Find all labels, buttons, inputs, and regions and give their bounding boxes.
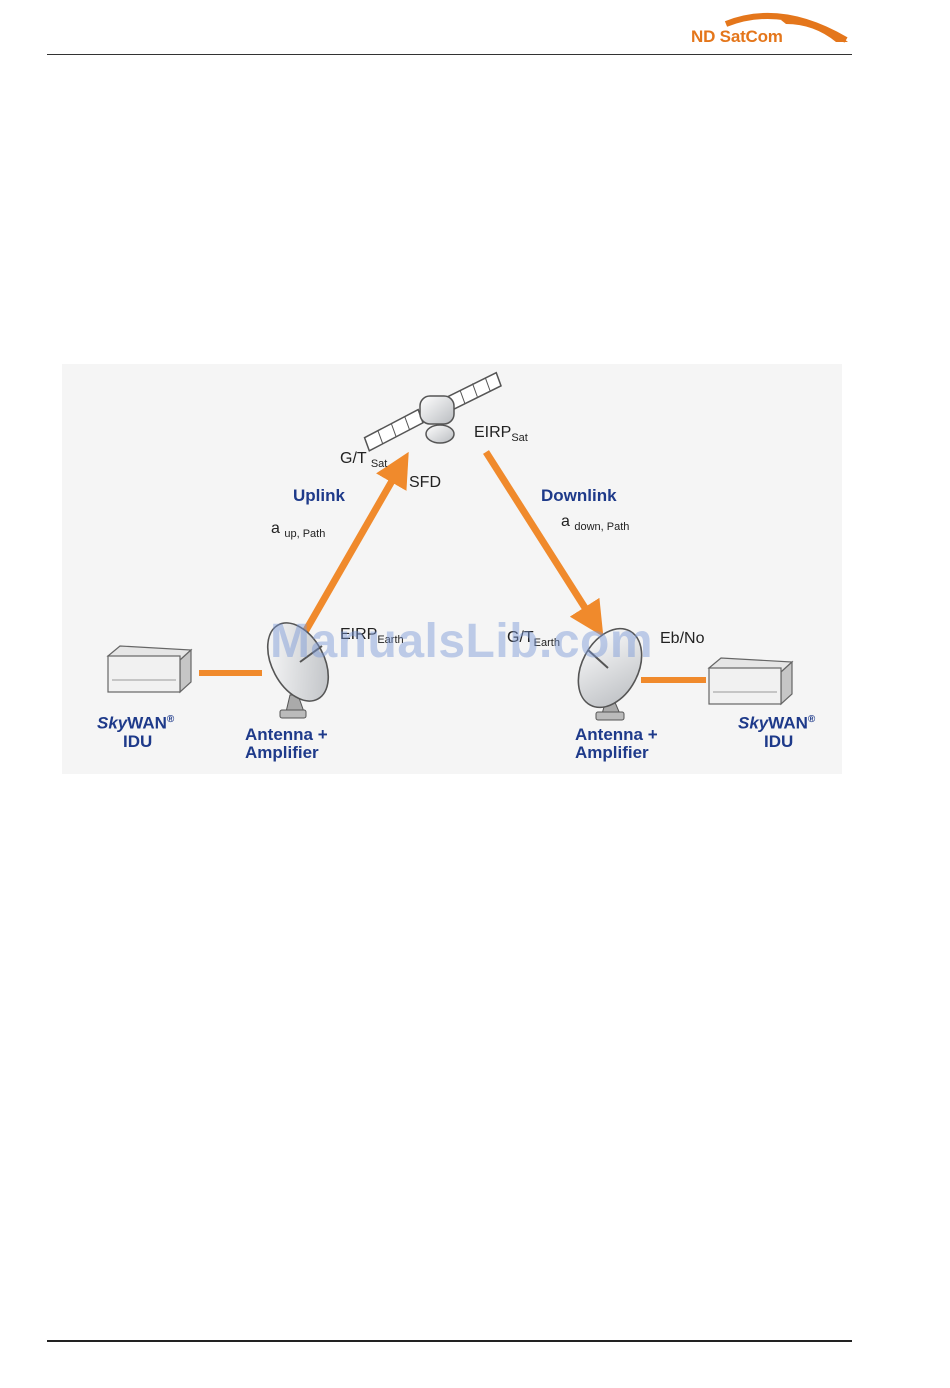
rx-ebno-label: Eb/No — [660, 630, 704, 648]
watermark: ManualsLib.com — [270, 614, 653, 669]
sat-sfd-label: SFD — [409, 474, 441, 492]
footer-rule — [47, 1340, 852, 1342]
uplink-attenuation-label: a up, Path — [271, 520, 325, 540]
rx-antenna-caption: Antenna + Amplifier — [575, 726, 658, 762]
sat-eirp-label: EIRPSat — [474, 424, 528, 444]
tx-idu-caption: SkyWAN® IDU — [97, 711, 174, 751]
downlink-title: Downlink — [541, 486, 617, 506]
tx-idu-device-icon — [108, 646, 191, 692]
rx-idu-device-icon — [709, 658, 792, 704]
downlink-attenuation-label: a down, Path — [561, 513, 629, 533]
rx-idu-caption: SkyWAN® IDU — [738, 711, 815, 751]
sat-gt-label: G/T Sat — [340, 450, 387, 470]
uplink-title: Uplink — [293, 486, 345, 506]
downlink-arrow — [486, 452, 594, 622]
tx-antenna-caption: Antenna + Amplifier — [245, 726, 328, 762]
